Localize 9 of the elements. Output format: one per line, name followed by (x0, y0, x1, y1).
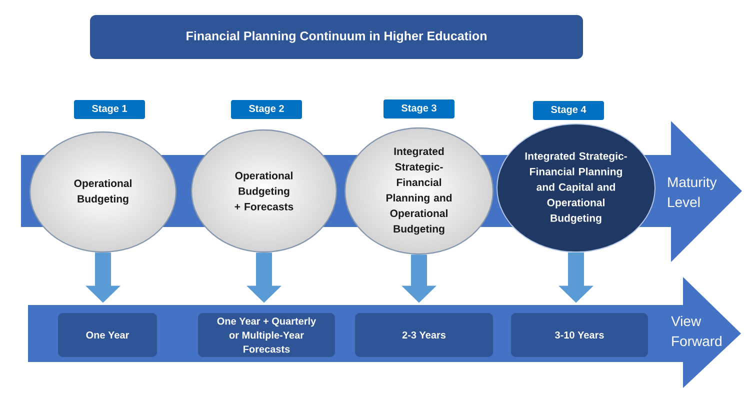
stage-tag: Stage 3 (384, 100, 454, 118)
timeframe-box: One Year (58, 313, 157, 357)
stage-tag: Stage 4 (533, 101, 604, 120)
stage-tag: Stage 2 (231, 100, 302, 119)
title-banner: Financial Planning Continuum in Higher Education (90, 15, 583, 59)
timeframe-box: 3-10 Years (511, 313, 648, 357)
timeframe-box: One Year + Quarterly or Multiple-Year Forecasts (198, 313, 335, 357)
stage-tag: Stage 1 (74, 100, 145, 119)
timeframe-box: 2-3 Years (355, 313, 493, 357)
